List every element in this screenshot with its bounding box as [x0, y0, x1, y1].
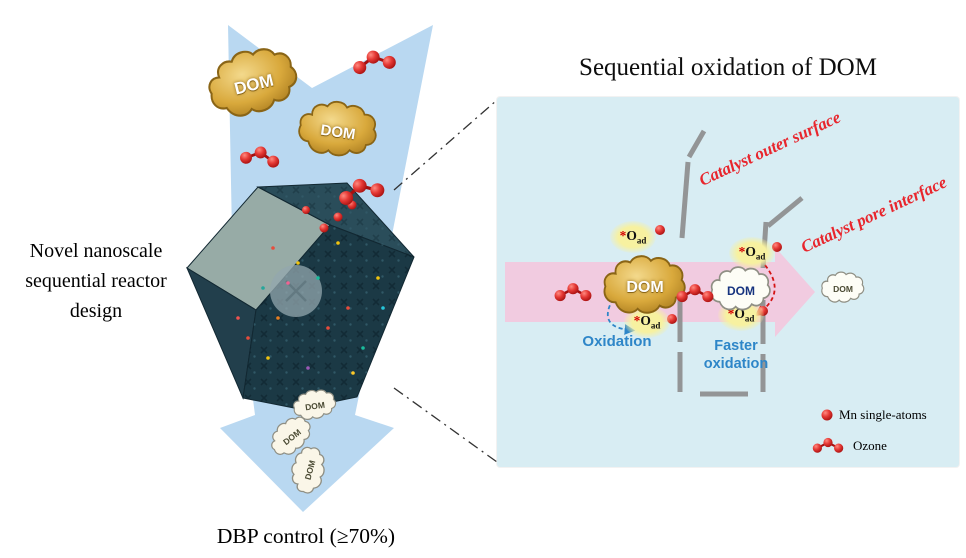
dom-cloud-panel-medium: DOM [709, 266, 773, 315]
dom-label: DOM [626, 279, 664, 296]
dom-label: DOM [319, 121, 357, 143]
catalyst-barrier-dashes [677, 129, 804, 397]
ozone-molecule-icon [676, 284, 714, 303]
dbp-control-caption: DBP control (≥70%) [216, 524, 396, 548]
ozone-molecule-icon [339, 178, 385, 205]
ozone-molecule-icon [353, 50, 396, 75]
adsorbed-ozone-dots [302, 200, 357, 233]
dom-cloud-panel-large: DOM [601, 255, 689, 320]
oad-species-1: *Oad [610, 221, 656, 253]
dom-label: DOM [833, 284, 853, 294]
dom-label: DOM [727, 284, 755, 298]
reactor-design-caption: Novel nanoscale sequential reactor desig… [25, 240, 167, 322]
ozone-molecule-icon [240, 146, 280, 168]
mn-atom-icon [821, 409, 833, 421]
zoom-connector-bottom-line [393, 387, 498, 463]
faster-oxidation-label: Faster oxidation [703, 338, 769, 373]
ozone-legend-icon [812, 437, 844, 453]
ozone-molecule-icon [554, 283, 592, 302]
oad-species-3: *Oad [729, 237, 775, 269]
catalyst-polyhedron [185, 182, 415, 410]
sequential-oxidation-panel: Catalyst outer surface Catalyst pore int… [497, 97, 959, 467]
dom-cloud-top-2: DOM [292, 96, 384, 167]
dom-cloud-panel-small: DOM [820, 271, 866, 306]
legend-mn-label: Mn single-atoms [839, 407, 927, 422]
oxidation-label: Oxidation [582, 333, 652, 350]
panel-title: Sequential oxidation of DOM [579, 54, 877, 81]
legend-ozone-label: Ozone [853, 438, 887, 453]
crystal-pore-spot [270, 265, 322, 317]
